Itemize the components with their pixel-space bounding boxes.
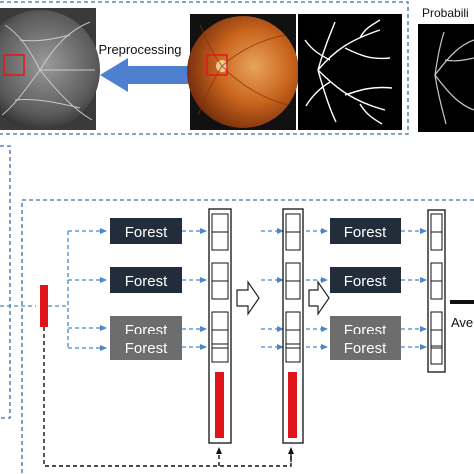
average-arrow-icon [450, 300, 474, 304]
forest-box: Forest [330, 334, 401, 360]
probability-map-label: Probabili [422, 6, 469, 20]
top-dashed-border [0, 1, 409, 135]
probability-map-image [418, 24, 474, 132]
forest-box-bg [330, 334, 401, 360]
forest-box: Forest [330, 218, 401, 244]
forest-label: Forest [344, 340, 387, 357]
raw-feature-vector [40, 285, 48, 327]
raw-feature-feedback-loop [43, 327, 294, 467]
forest-box: Forest [110, 334, 182, 360]
next-stage-arrow-icon [236, 280, 260, 316]
forest-label: Forest [125, 224, 168, 241]
forest-box-bg [110, 218, 182, 244]
patch-highlight-box [206, 54, 228, 76]
augmented-feature-vector-1 [208, 208, 232, 444]
cascade-dashed-border [21, 199, 474, 474]
forest-box-bg [330, 267, 401, 293]
augmented-feature-vector-2 [282, 208, 304, 444]
vessel-groundtruth-image [298, 14, 402, 130]
forest-box-bg [330, 218, 401, 244]
forest-box-bg [110, 334, 182, 360]
forest-label: Forest [125, 340, 168, 357]
final-class-vector [427, 209, 446, 373]
preprocessing-label: Preprocessing [98, 42, 181, 57]
forest-box: Forest [330, 267, 401, 293]
forest-box: Forest [110, 218, 182, 244]
preprocessed-fundus-image [0, 8, 100, 130]
forest-label: Forest [344, 273, 387, 290]
patch-highlight-box [3, 54, 25, 76]
cascade-panel: Forest Forest Forest Forest [0, 199, 474, 474]
average-label: Ave [451, 315, 473, 330]
forest-label: Forest [125, 273, 168, 290]
raw-feature-copy [288, 372, 297, 438]
preprocessing-arrow-icon [100, 58, 188, 92]
forest-label: Forest [344, 224, 387, 241]
next-stage-arrow-icon [308, 280, 330, 316]
left-dashed-bracket [0, 145, 11, 419]
forest-box: Forest [110, 267, 182, 293]
forest-box-bg [110, 267, 182, 293]
original-fundus-image [187, 14, 299, 130]
preprocessing-panel: Preprocessing [0, 1, 474, 135]
raw-feature-copy [215, 372, 224, 438]
